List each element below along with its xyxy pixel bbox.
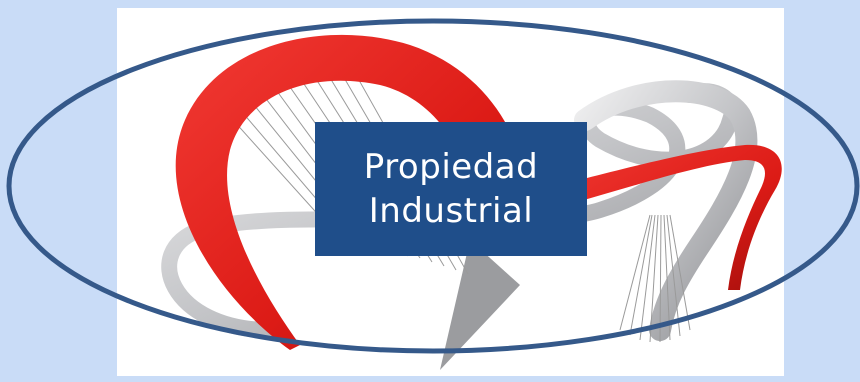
title-line-1: Propiedad — [363, 147, 539, 187]
title-line-2: Industrial — [368, 191, 534, 231]
highlight-ellipse — [6, 18, 860, 354]
title-box: Propiedad Industrial — [315, 122, 587, 256]
red-ribbon — [175, 34, 782, 351]
